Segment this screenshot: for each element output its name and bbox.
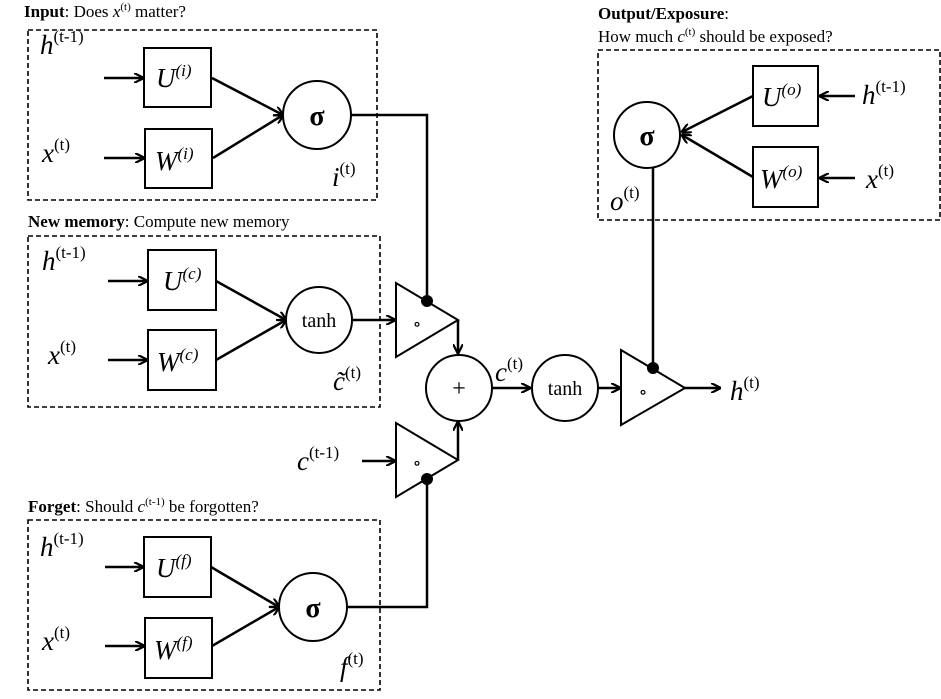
sigma-symbol: σ xyxy=(305,593,321,624)
forget-gate-box xyxy=(27,519,381,691)
newmem-x-label: x(t) xyxy=(47,337,76,370)
forget-gate-title: Forget: Should c(t-1) be forgotten? xyxy=(28,496,259,516)
arrow xyxy=(211,607,279,648)
arrow xyxy=(215,279,286,320)
W-o-box xyxy=(752,146,819,208)
sigma-symbol: σ xyxy=(309,101,325,132)
forget-x-label: x(t) xyxy=(41,623,70,656)
i-t-label: i(t) xyxy=(332,159,356,192)
U-i-box xyxy=(143,47,212,108)
tanh-label: tanh xyxy=(548,378,582,400)
o-t-label: o(t) xyxy=(610,183,640,216)
W-f-box xyxy=(144,617,213,679)
new-memory-title: New memory: Compute new memory xyxy=(28,212,290,231)
U-o-box xyxy=(752,65,819,127)
U-c-box xyxy=(147,249,217,311)
output-gate-box xyxy=(597,49,941,221)
f-t-label: f(t) xyxy=(340,649,364,682)
W-c-label: W(c) xyxy=(157,345,199,377)
forget-gate-wire xyxy=(347,479,429,609)
c-tilde-label: c̃(t) xyxy=(333,363,361,396)
U-f-label: U(f) xyxy=(156,551,192,583)
output-gate-subtitle: How much c(t) should be exposed? xyxy=(598,26,833,46)
input-gate-title: Input: Does x(t) matter? xyxy=(24,1,186,21)
arrow xyxy=(212,115,283,160)
U-c-label: U(c) xyxy=(163,264,202,296)
new-memory-box xyxy=(27,235,381,408)
U-f-box xyxy=(143,536,212,598)
W-f-label: W(f) xyxy=(154,633,193,665)
c-prev-label: c(t-1) xyxy=(297,443,339,476)
plus-symbol: + xyxy=(452,376,466,402)
hadamard-symbol: ∘ xyxy=(413,314,422,334)
junction-dot xyxy=(421,295,433,307)
input-x-label: x(t) xyxy=(41,135,70,168)
hadamard-symbol: ∘ xyxy=(413,453,422,473)
sigma-symbol: σ xyxy=(639,121,655,152)
arrow xyxy=(211,76,283,115)
output-gate-title: Output/Exposure: xyxy=(598,4,729,23)
h-t-output-label: h(t) xyxy=(730,373,760,406)
c-t-label: c(t) xyxy=(495,354,523,387)
arrow xyxy=(682,135,754,179)
arrow xyxy=(215,320,286,362)
input-h-prev-label: h(t-1) xyxy=(40,27,84,60)
arrow xyxy=(682,94,754,132)
arrow xyxy=(210,565,279,607)
newmem-h-prev-label: h(t-1) xyxy=(42,243,86,276)
input-gate-wire xyxy=(351,113,429,300)
U-i-label: U(i) xyxy=(156,61,192,93)
W-i-label: W(i) xyxy=(155,144,194,176)
forget-h-prev-label: h(t-1) xyxy=(40,529,84,562)
tanh-label: tanh xyxy=(302,310,336,332)
output-sigma-node xyxy=(613,101,681,169)
output-h-prev-label: h(t-1) xyxy=(862,77,906,110)
W-o-label: W(o) xyxy=(760,162,803,194)
U-o-label: U(o) xyxy=(762,80,802,112)
hadamard-symbol: ∘ xyxy=(639,382,648,402)
W-i-box xyxy=(144,128,213,189)
output-x-label: x(t) xyxy=(865,161,894,194)
